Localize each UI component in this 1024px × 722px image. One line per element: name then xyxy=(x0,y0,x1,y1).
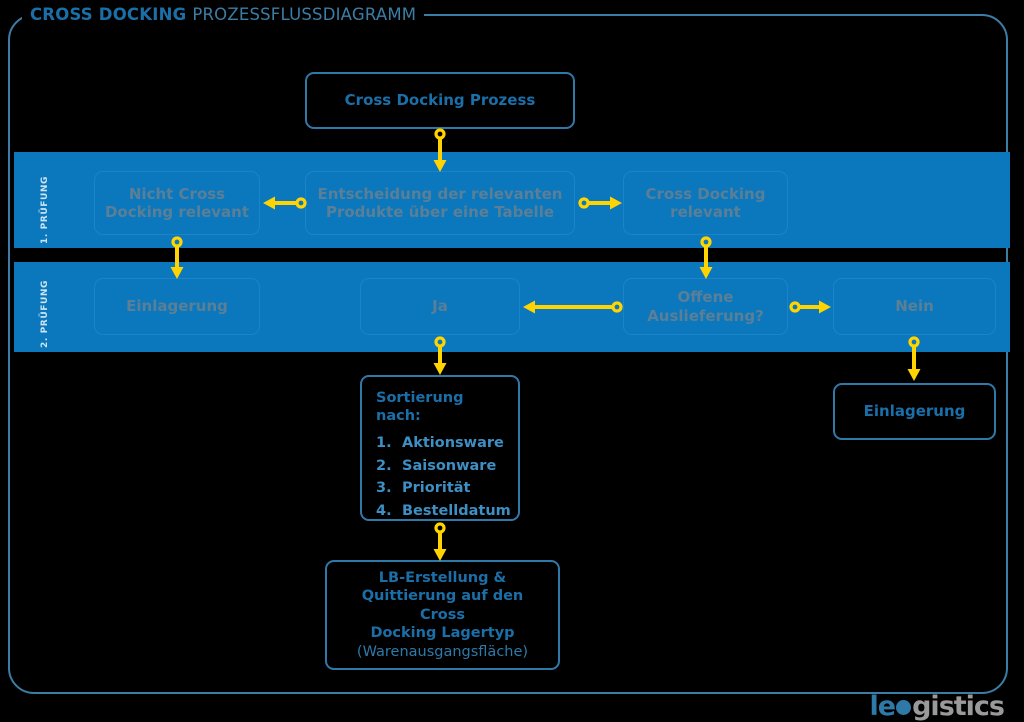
swimlane-1-label: 1. PRÜFUNG xyxy=(40,175,50,244)
node-cross-docking-prozess[interactable]: Cross Docking Prozess xyxy=(305,72,575,129)
arrow-offene-to-nein xyxy=(789,299,832,315)
list-item: 1. Aktionsware xyxy=(376,432,506,454)
list-item-number: 4. xyxy=(376,502,392,519)
arrow-nein-to-einlagerung xyxy=(906,336,922,383)
logo-dot-icon xyxy=(896,699,912,715)
node-label: Einlagerung xyxy=(126,297,228,316)
list-item-label: Saisonware xyxy=(402,457,497,474)
arrow-entscheidung-to-nicht-relevant xyxy=(262,195,307,211)
node-label-line2: Produkte über eine Tabelle xyxy=(325,203,555,221)
swimlane-1: 1. PRÜFUNG xyxy=(14,152,1010,248)
node-label-line1: Offene xyxy=(677,288,734,307)
arrow-nicht-relevant-to-einlagerung xyxy=(169,236,185,281)
arrow-ja-to-sortierung xyxy=(432,336,448,377)
logo-text-primary: le xyxy=(869,690,897,722)
list-item-label: Aktionsware xyxy=(402,435,504,452)
node-label: Einlagerung xyxy=(863,402,966,421)
node-einlagerung-right[interactable]: Einlagerung xyxy=(833,383,996,440)
node-label: LB-Erstellung & Quittierung auf den Cros… xyxy=(337,569,548,661)
node-sortierung[interactable]: Sortierung nach: 1. Aktionsware 2. Saiso… xyxy=(360,375,520,521)
node-ja[interactable]: Ja xyxy=(360,278,520,335)
node-entscheidung-relevante-produkte[interactable]: Entscheidung der relevanten Produkte übe… xyxy=(305,171,575,235)
node-label-line2: Docking relevant xyxy=(104,203,250,221)
node-label-line2: Auslieferung? xyxy=(647,306,764,325)
sortierung-heading: Sortierung nach: xyxy=(376,390,464,424)
swimlane-2: 2. PRÜFUNG xyxy=(14,262,1010,352)
node-label: Offene Auslieferung? xyxy=(647,288,764,325)
node-nein[interactable]: Nein xyxy=(833,278,996,335)
node-label-line1: LB-Erstellung & xyxy=(378,569,507,586)
node-label: Nicht Cross Docking relevant xyxy=(105,185,249,222)
swimlane-2-label: 2. PRÜFUNG xyxy=(40,279,50,348)
title-bold: CROSS DOCKING xyxy=(30,4,187,24)
node-label: Nein xyxy=(895,297,934,316)
list-item-number: 2. xyxy=(376,457,392,474)
arrow-offene-to-ja xyxy=(522,299,623,315)
list-item: 2. Saisonware xyxy=(376,455,506,477)
list-item: 3. Priorität xyxy=(376,477,506,499)
arrow-sortierung-to-lb-erstellung xyxy=(432,522,448,563)
node-lb-erstellung[interactable]: LB-Erstellung & Quittierung auf den Cros… xyxy=(325,560,560,670)
node-label-line1: Nicht Cross xyxy=(128,184,226,203)
sortierung-list: 1. Aktionsware 2. Saisonware 3. Prioritä… xyxy=(376,432,511,522)
page-title: CROSS DOCKING PROZESSFLUSSDIAGRAMM xyxy=(22,2,425,26)
arrow-prozess-to-entscheidung xyxy=(432,128,448,173)
node-label-line2: Quittierung auf den Cross xyxy=(361,588,524,623)
node-label: Cross Docking Prozess xyxy=(344,91,536,110)
node-label-line2: relevant xyxy=(670,203,741,221)
node-label-line4: (Warenausgangsfläche) xyxy=(356,643,529,660)
brand-logo: le gistics xyxy=(863,691,1010,722)
node-cross-docking-relevant[interactable]: Cross Docking relevant xyxy=(623,171,788,235)
node-label-line3: Docking Lagertyp xyxy=(370,625,515,642)
logo-text-secondary: gistics xyxy=(912,690,1005,722)
arrow-entscheidung-to-cd-relevant xyxy=(578,195,623,211)
list-item-number: 3. xyxy=(376,480,392,497)
list-item-number: 1. xyxy=(376,435,392,452)
node-label-line1: Entscheidung der relevanten xyxy=(317,184,563,203)
node-label: Cross Docking relevant xyxy=(646,185,766,222)
node-label-line1: Cross Docking xyxy=(645,184,766,203)
list-item-label: Priorität xyxy=(402,480,471,497)
node-einlagerung-left[interactable]: Einlagerung xyxy=(94,278,260,335)
list-item: 4. Bestelldatum xyxy=(376,500,511,522)
title-light: PROZESSFLUSSDIAGRAMM xyxy=(192,4,417,24)
node-label: Ja xyxy=(432,297,448,316)
list-item-label: Bestelldatum xyxy=(402,502,511,519)
diagram-frame xyxy=(8,14,1008,694)
arrow-cd-relevant-to-offene-auslieferung xyxy=(698,236,714,281)
node-offene-auslieferung[interactable]: Offene Auslieferung? xyxy=(623,278,788,335)
node-nicht-cross-docking-relevant[interactable]: Nicht Cross Docking relevant xyxy=(94,171,260,235)
node-label: Entscheidung der relevanten Produkte übe… xyxy=(318,185,563,222)
